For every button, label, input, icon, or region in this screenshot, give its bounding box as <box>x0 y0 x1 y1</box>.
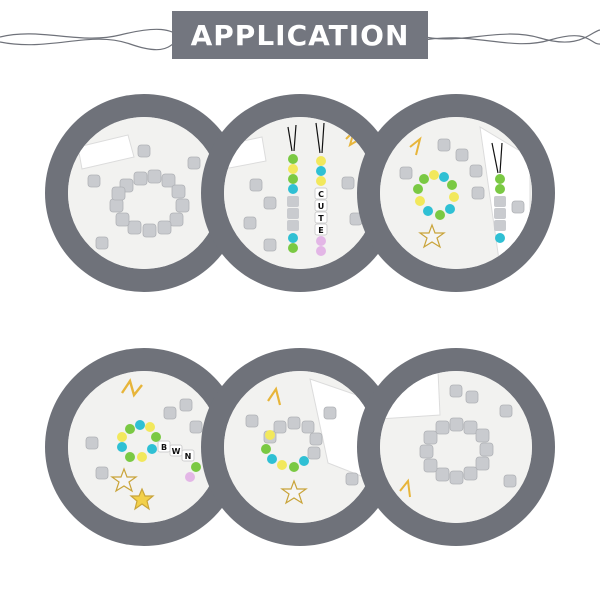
tile-bracelet-ring-bottom-right <box>357 348 555 546</box>
page-title: APPLICATION <box>190 18 410 52</box>
tile-phone-straps-top-center: C U T E <box>201 94 399 292</box>
keychain-letters-illustration: B W N <box>68 371 220 523</box>
bead-letter: E <box>318 226 323 235</box>
tile-keychain-bottom-left: B W N <box>45 348 243 546</box>
photo-bracelet-ring <box>68 117 220 269</box>
keychain-straps-illustration <box>380 117 532 269</box>
bracelet-ring-letters-illustration <box>380 371 532 523</box>
photo-bracelet-ring-letters <box>380 371 532 523</box>
bead-letter: C <box>318 190 324 199</box>
letter-beads-bwn: B W N <box>157 440 195 462</box>
photo-keychain-letters: B W N <box>68 371 220 523</box>
letter-beads-cute: C U T E <box>314 187 328 236</box>
bead-letter: W <box>172 447 181 456</box>
keychain-charm-illustration <box>224 371 376 523</box>
bead-letter: N <box>185 452 192 461</box>
photo-keychain-charm <box>224 371 376 523</box>
tile-bracelet-ring-top-left <box>45 94 243 292</box>
bracelet-ring-illustration <box>68 117 220 269</box>
photo-keychain-straps <box>380 117 532 269</box>
decorative-wave-lines <box>0 28 600 51</box>
bead-letter: U <box>318 202 325 211</box>
phone-straps-illustration: C U T E <box>224 117 376 269</box>
photo-phone-straps: C U T E <box>224 117 376 269</box>
bead-letter: B <box>161 443 167 452</box>
tile-keychain-straps-top-right <box>357 94 555 292</box>
header-banner: APPLICATION <box>172 11 428 59</box>
tile-keychain-bottom-center <box>201 348 399 546</box>
bead-letter: T <box>318 214 324 223</box>
